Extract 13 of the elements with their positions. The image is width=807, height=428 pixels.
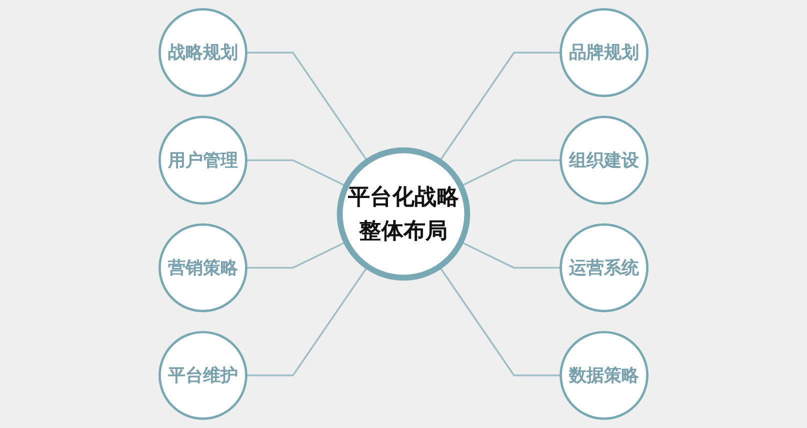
node-circle: 战略规划 bbox=[158, 8, 248, 98]
connector bbox=[438, 266, 561, 376]
node-circle: 数据策略 bbox=[560, 330, 648, 420]
connector bbox=[246, 266, 368, 376]
node-circle: 平台化战略整体布局 bbox=[336, 147, 470, 281]
connector bbox=[438, 52, 561, 162]
node-circle: 组织建设 bbox=[560, 116, 648, 205]
node-circle: 平台维护 bbox=[158, 330, 248, 420]
node-circle: 品牌规划 bbox=[560, 8, 648, 98]
node-circle: 用户管理 bbox=[158, 116, 248, 205]
node-circle: 营销策略 bbox=[158, 223, 248, 312]
node-circle: 运营系统 bbox=[560, 223, 648, 312]
connector bbox=[246, 52, 368, 162]
